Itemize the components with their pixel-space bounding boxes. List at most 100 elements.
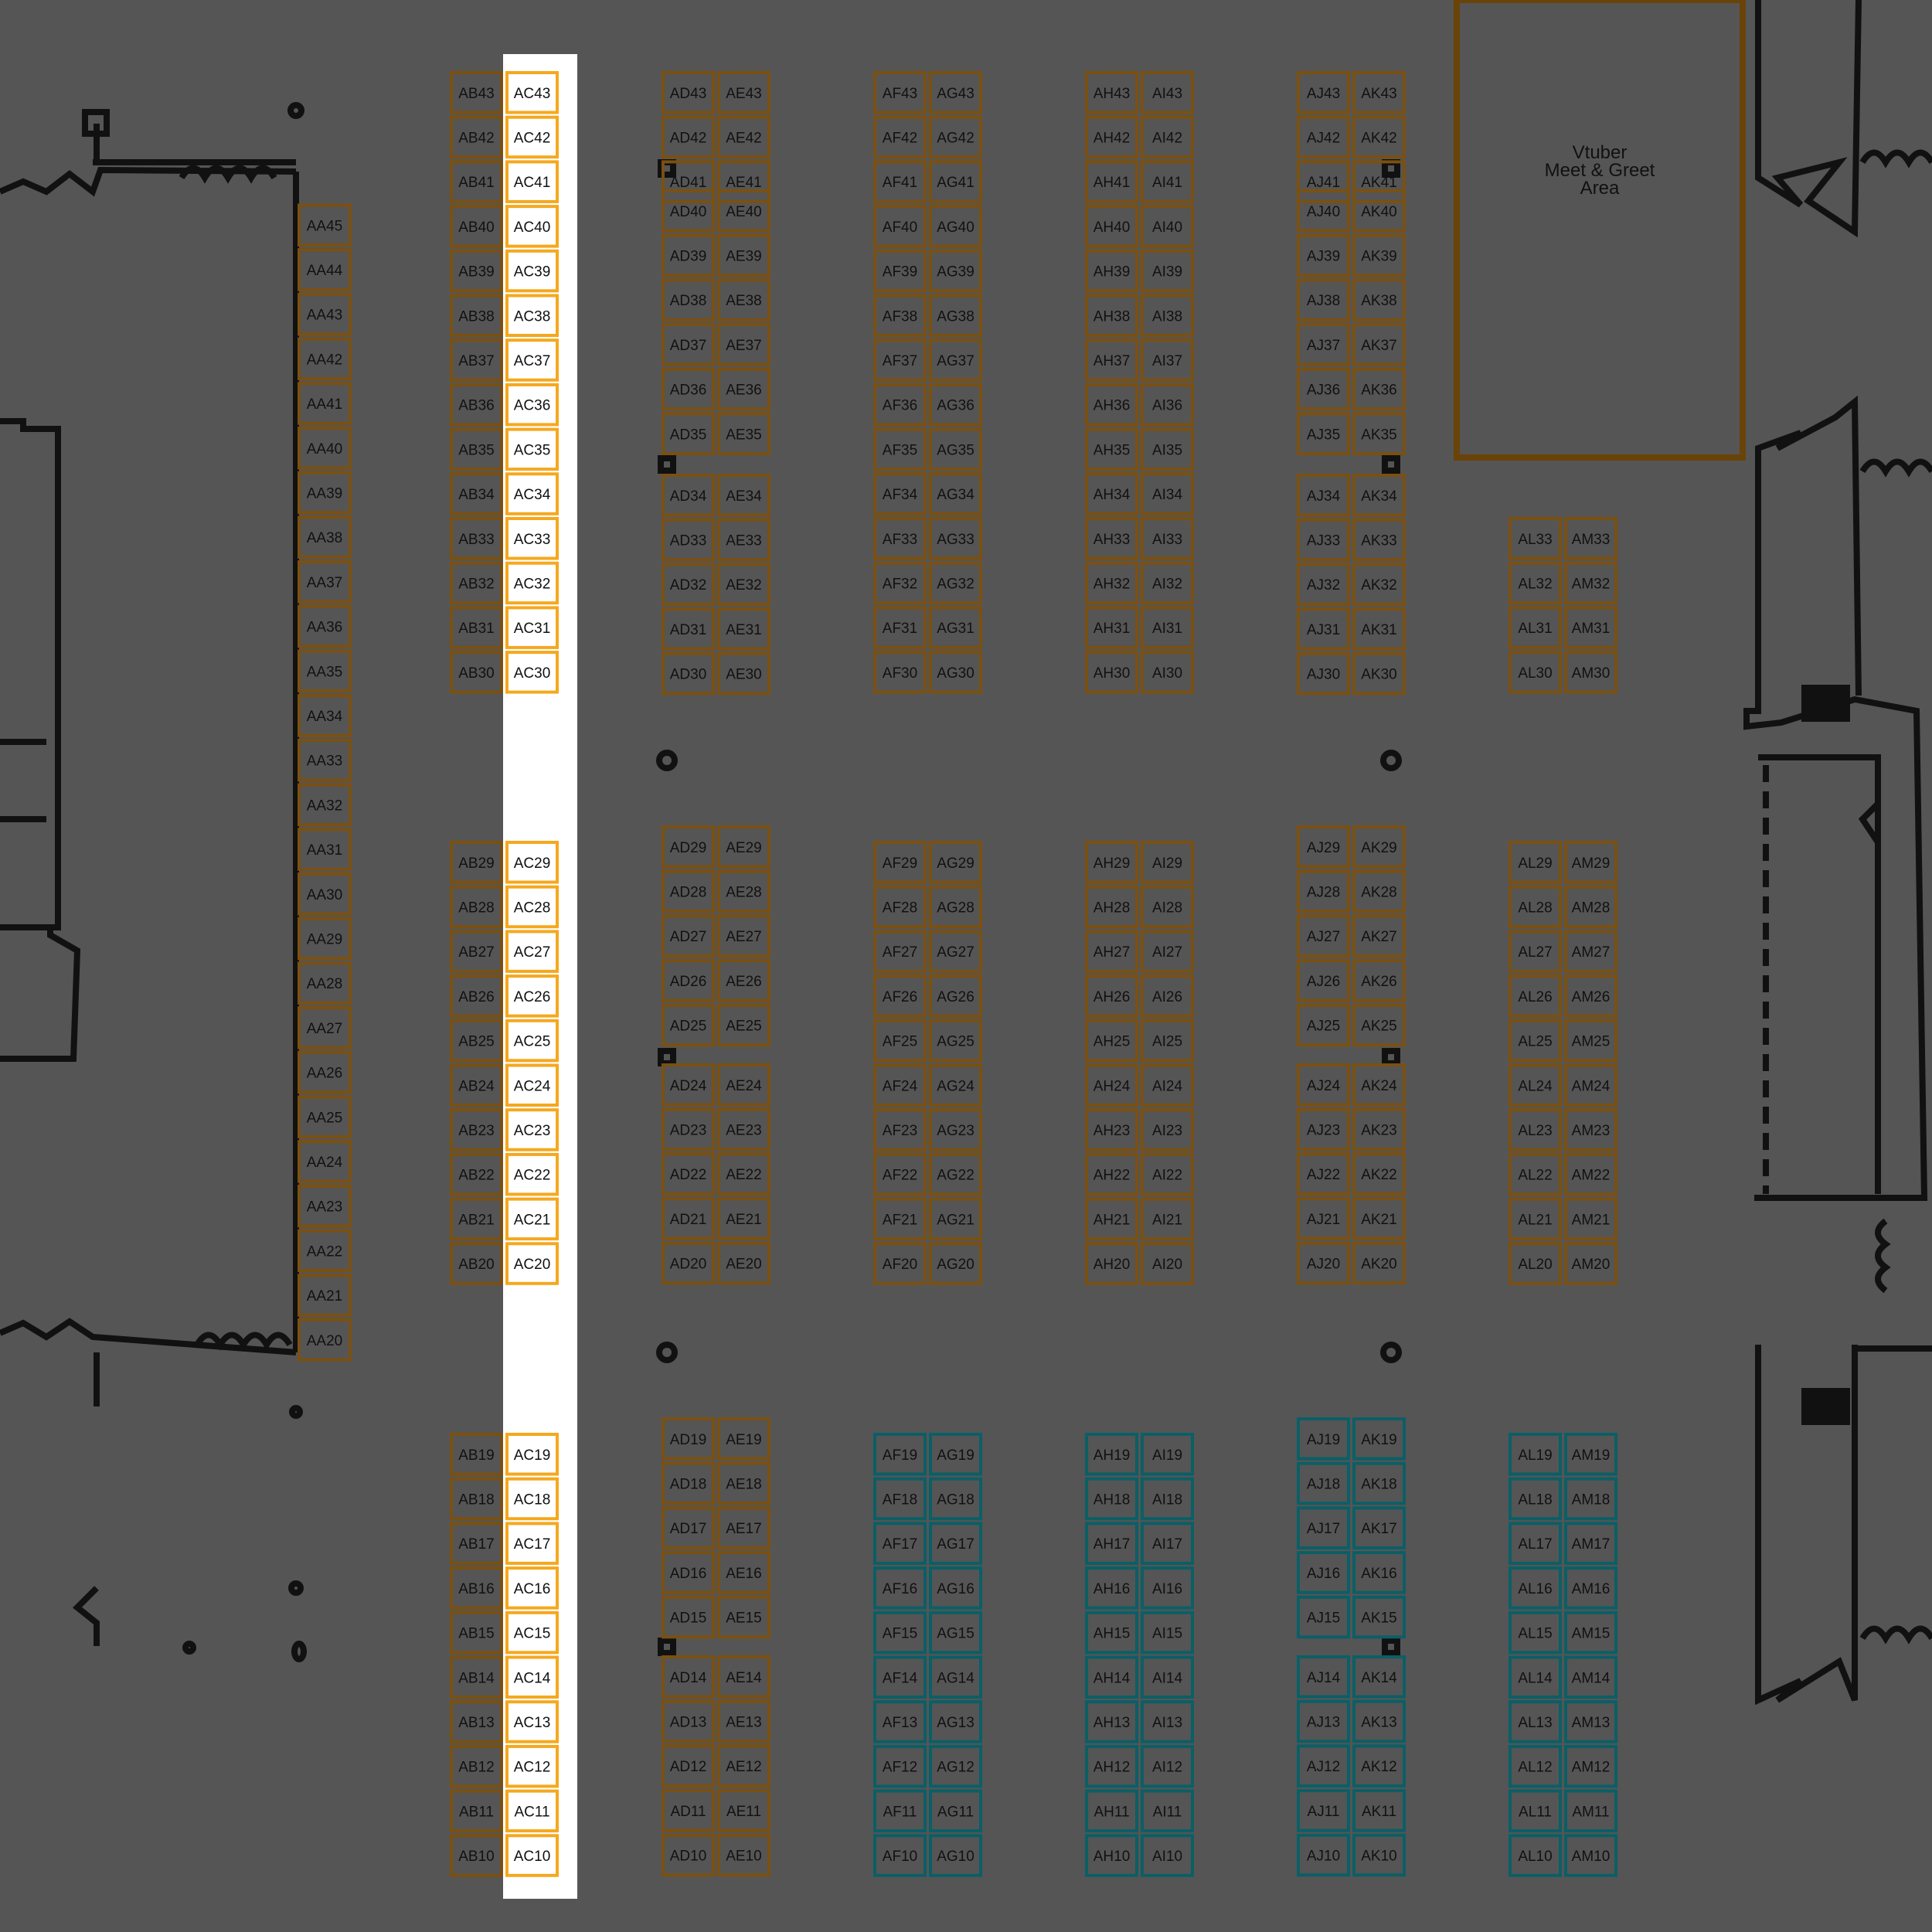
booth-ad20[interactable]: [662, 1241, 715, 1285]
booth-aj32[interactable]: [1297, 563, 1350, 606]
booth-ag41[interactable]: [929, 160, 982, 203]
booth-am33[interactable]: [1564, 517, 1617, 560]
booth-ac30[interactable]: [505, 651, 559, 694]
booth-am27[interactable]: [1564, 930, 1617, 973]
booth-ak23[interactable]: [1352, 1107, 1406, 1151]
booth-ae22[interactable]: [717, 1152, 770, 1196]
booth-aa42[interactable]: [298, 337, 352, 381]
booth-ae42[interactable]: [717, 115, 770, 159]
booth-ag18[interactable]: [929, 1477, 982, 1521]
booth-ac31[interactable]: [505, 606, 559, 649]
booth-ae21[interactable]: [717, 1197, 770, 1240]
booth-af22[interactable]: [873, 1152, 927, 1196]
booth-ai22[interactable]: [1141, 1152, 1194, 1196]
booth-aa39[interactable]: [298, 471, 352, 515]
booth-ak25[interactable]: [1352, 1003, 1406, 1047]
booth-ab12[interactable]: [450, 1744, 503, 1788]
booth-ai14[interactable]: [1141, 1655, 1194, 1699]
booth-al25[interactable]: [1509, 1019, 1562, 1063]
booth-ak30[interactable]: [1352, 651, 1406, 696]
booth-ah12[interactable]: [1085, 1744, 1138, 1788]
booth-aa31[interactable]: [298, 828, 352, 871]
booth-ac21[interactable]: [505, 1197, 559, 1241]
booth-ak38[interactable]: [1352, 278, 1406, 321]
booth-ah26[interactable]: [1085, 975, 1138, 1018]
booth-al31[interactable]: [1509, 606, 1562, 649]
booth-ai37[interactable]: [1141, 338, 1194, 382]
booth-aj24[interactable]: [1297, 1063, 1350, 1107]
booth-ab24[interactable]: [450, 1063, 503, 1107]
booth-af19[interactable]: [873, 1433, 927, 1476]
booth-ak10[interactable]: [1352, 1833, 1406, 1877]
booth-ag23[interactable]: [929, 1108, 982, 1151]
booth-ai21[interactable]: [1141, 1197, 1194, 1241]
booth-aj29[interactable]: [1297, 825, 1350, 869]
booth-ak34[interactable]: [1352, 474, 1406, 517]
booth-ai18[interactable]: [1141, 1477, 1194, 1521]
booth-ab15[interactable]: [450, 1611, 503, 1655]
booth-ah35[interactable]: [1085, 427, 1138, 471]
booth-ac40[interactable]: [505, 205, 559, 248]
booth-aa38[interactable]: [298, 515, 352, 559]
booth-ak18[interactable]: [1352, 1461, 1406, 1505]
booth-ai34[interactable]: [1141, 472, 1194, 515]
booth-ag42[interactable]: [929, 115, 982, 159]
booth-ae23[interactable]: [717, 1107, 770, 1151]
booth-af27[interactable]: [873, 930, 927, 973]
booth-ah36[interactable]: [1085, 383, 1138, 427]
booth-ak29[interactable]: [1352, 825, 1406, 869]
booth-ah38[interactable]: [1085, 294, 1138, 337]
booth-am15[interactable]: [1564, 1611, 1617, 1655]
booth-ab18[interactable]: [450, 1477, 503, 1521]
booth-ac11[interactable]: [505, 1789, 559, 1833]
booth-ai43[interactable]: [1141, 71, 1194, 114]
booth-ah40[interactable]: [1085, 205, 1138, 248]
booth-ak20[interactable]: [1352, 1241, 1406, 1285]
booth-al11[interactable]: [1509, 1789, 1562, 1833]
booth-ab38[interactable]: [450, 294, 503, 337]
booth-ab17[interactable]: [450, 1522, 503, 1565]
booth-aj14[interactable]: [1297, 1655, 1350, 1699]
booth-ad33[interactable]: [662, 518, 715, 562]
booth-ae24[interactable]: [717, 1063, 770, 1107]
booth-ag37[interactable]: [929, 338, 982, 382]
booth-am24[interactable]: [1564, 1063, 1617, 1107]
booth-ah31[interactable]: [1085, 606, 1138, 649]
booth-ab35[interactable]: [450, 427, 503, 471]
booth-aj36[interactable]: [1297, 367, 1350, 411]
booth-ac28[interactable]: [505, 885, 559, 929]
booth-ae12[interactable]: [717, 1744, 770, 1787]
booth-am23[interactable]: [1564, 1108, 1617, 1151]
booth-ae33[interactable]: [717, 518, 770, 562]
booth-ac14[interactable]: [505, 1655, 559, 1699]
booth-ag29[interactable]: [929, 841, 982, 884]
booth-ah34[interactable]: [1085, 472, 1138, 515]
booth-ag17[interactable]: [929, 1522, 982, 1565]
booth-ag11[interactable]: [929, 1789, 982, 1833]
booth-ae17[interactable]: [717, 1506, 770, 1549]
booth-ai24[interactable]: [1141, 1063, 1194, 1107]
booth-aa44[interactable]: [298, 248, 352, 291]
booth-aa28[interactable]: [298, 961, 352, 1005]
booth-ad42[interactable]: [662, 115, 715, 159]
booth-ai25[interactable]: [1141, 1019, 1194, 1063]
booth-ad24[interactable]: [662, 1063, 715, 1107]
booth-ai16[interactable]: [1141, 1566, 1194, 1610]
booth-ab41[interactable]: [450, 160, 503, 203]
booth-ae19[interactable]: [717, 1417, 770, 1461]
booth-ag25[interactable]: [929, 1019, 982, 1063]
booth-af14[interactable]: [873, 1655, 927, 1699]
booth-ai32[interactable]: [1141, 561, 1194, 605]
booth-ak16[interactable]: [1352, 1551, 1406, 1594]
booth-ad27[interactable]: [662, 914, 715, 957]
booth-al13[interactable]: [1509, 1700, 1562, 1743]
booth-al15[interactable]: [1509, 1611, 1562, 1655]
booth-ad30[interactable]: [662, 651, 715, 696]
booth-ah37[interactable]: [1085, 338, 1138, 382]
booth-ae20[interactable]: [717, 1241, 770, 1285]
booth-am17[interactable]: [1564, 1522, 1617, 1565]
booth-ad29[interactable]: [662, 825, 715, 869]
booth-ae41[interactable]: [717, 160, 770, 203]
booth-aa29[interactable]: [298, 917, 352, 961]
booth-al32[interactable]: [1509, 561, 1562, 605]
